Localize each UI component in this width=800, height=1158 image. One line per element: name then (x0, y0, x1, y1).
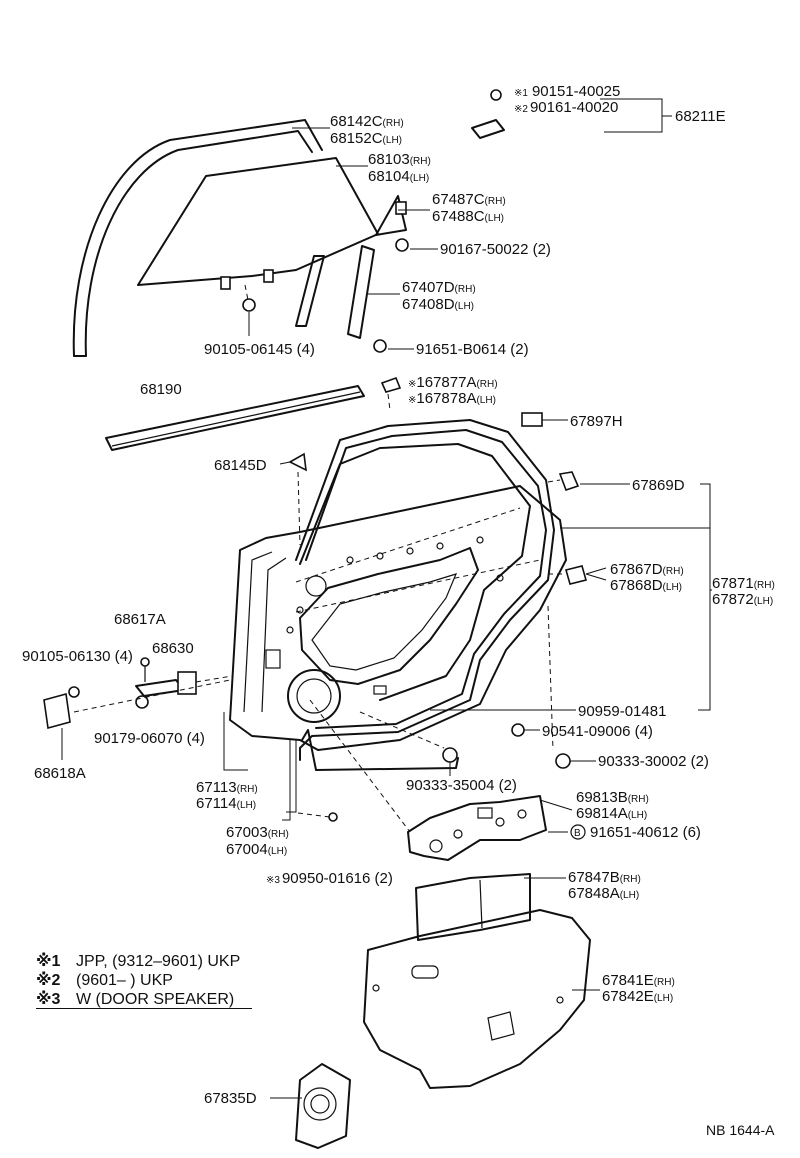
note-text: JPP, (9312–9601) UKP (76, 953, 241, 970)
quarter-glass-drawing (375, 195, 409, 252)
note-row: ※1 JPP, (9312–9601) UKP (36, 952, 240, 971)
nut-icon (135, 695, 149, 709)
door-shell-drawing (229, 419, 567, 771)
label-67003: 67003(RH) (226, 824, 289, 841)
label-b-mark: B (574, 828, 581, 839)
door-glass-drawing (137, 157, 379, 312)
speaker-screw-icon (328, 812, 338, 822)
label-67897h: 67897H (570, 413, 623, 430)
label-90959-01481: 90959-01481 (578, 703, 666, 720)
speaker-cover-drawing (295, 1063, 351, 1149)
clip-icon (521, 412, 543, 427)
label-167877a: ※167877A(RH) (408, 374, 498, 391)
clip-icon (511, 723, 525, 737)
label-67872: 67872(LH) (712, 591, 773, 608)
note-mark: ※1 (36, 953, 61, 970)
plug-icon (442, 747, 458, 763)
run-channel-drawing (295, 255, 325, 327)
part-labels: 68142C(RH) 68152C(LH) 68103(RH) 68104(LH… (22, 83, 775, 1107)
label-90333-35004: 90333-35004 (2) (406, 777, 517, 794)
label-68152c: 68152C(LH) (330, 130, 402, 147)
label-90541-09006: 90541-09006 (4) (542, 723, 653, 740)
label-67842e: 67842E(LH) (602, 988, 673, 1005)
label-90333-30002: 90333-30002 (2) (598, 753, 709, 770)
label-67004: 67004(LH) (226, 841, 287, 858)
label-90105-06145: 90105-06145 (4) (204, 341, 315, 358)
division-bolt-icon (373, 339, 387, 353)
bolt-group-drawing (471, 89, 672, 139)
label-68211e: 68211E (675, 108, 726, 125)
note-row: ※2 (9601– ) UKP (36, 971, 240, 990)
bolt-icon (490, 89, 502, 101)
belt-moulding-drawing (105, 385, 365, 451)
label-68618a: 68618A (34, 765, 86, 782)
regulator-drawing (309, 699, 547, 861)
label-68103: 68103(RH) (368, 151, 431, 168)
label-90105-06130: 90105-06130 (4) (22, 648, 133, 665)
label-67113: 67113(RH) (196, 779, 258, 796)
hinge-bolt-icon (68, 686, 80, 698)
label-68190: 68190 (140, 381, 182, 398)
label-68142c: 68142C(RH) (330, 113, 404, 130)
label-167878a: ※167878A(LH) (408, 390, 496, 407)
notes-underline (36, 1008, 252, 1009)
label-67848a: 67848A(LH) (568, 885, 639, 902)
label-67488c: 67488C(LH) (432, 208, 504, 225)
diagram-code: NB 1644-A (706, 1122, 775, 1138)
b-circle-icon (570, 824, 586, 840)
note-mark: ※2 (36, 972, 61, 989)
label-67407d: 67407D(RH) (402, 279, 476, 296)
label-67841e: 67841E(RH) (602, 972, 675, 989)
note-text: W (DOOR SPEAKER) (76, 991, 235, 1008)
label-67408d: 67408D(LH) (402, 296, 474, 313)
label-68617a: 68617A (114, 611, 166, 628)
label-67835d: 67835D (204, 1090, 257, 1107)
stopper-icon (380, 376, 402, 393)
note-row: ※3 W (DOOR SPEAKER) (36, 990, 240, 1009)
service-cover-drawing (415, 873, 531, 941)
notes-legend: ※1 JPP, (9312–9601) UKP ※2 (9601– ) UKP ※3… (36, 952, 240, 1009)
label-68630: 68630 (152, 640, 194, 657)
check-pin-icon (140, 657, 150, 667)
label-67869d: 67869D (632, 477, 685, 494)
label-69813b: 69813B(RH) (576, 789, 649, 806)
label-67867d: 67867D(RH) (610, 561, 684, 578)
label-67114: 67114(LH) (196, 795, 256, 812)
label-91651-b0614: 91651-B0614 (2) (416, 341, 529, 358)
cushion-icon (288, 452, 307, 472)
label-67871: 67871(RH) (712, 575, 775, 592)
leader-lines (223, 127, 712, 1099)
label-90179-06070: 90179-06070 (4) (94, 730, 205, 747)
striker-drawing (547, 471, 587, 585)
plug-icon (555, 753, 571, 769)
label-90167-50022: 90167-50022 (2) (440, 241, 551, 258)
label-67868d: 67868D(LH) (610, 577, 682, 594)
glass-run-drawing (72, 119, 323, 357)
note-mark: ※3 (36, 991, 61, 1008)
note-text: (9601– ) UKP (76, 972, 173, 989)
label-69814a: 69814A(LH) (576, 805, 647, 822)
division-bar-drawing (347, 245, 387, 353)
label-68104: 68104(LH) (368, 168, 429, 185)
label-68145d: 68145D (214, 457, 267, 474)
label-91651-40612: 91651-40612 (6) (590, 824, 701, 841)
trim-board-drawing (363, 909, 591, 1089)
label-67487c: 67487C(RH) (432, 191, 506, 208)
label-67847b: 67847B(RH) (568, 869, 641, 886)
glass-bolt-icon (242, 298, 256, 312)
hinge-drawing (43, 657, 233, 760)
quarter-bolt-icon (395, 238, 409, 252)
